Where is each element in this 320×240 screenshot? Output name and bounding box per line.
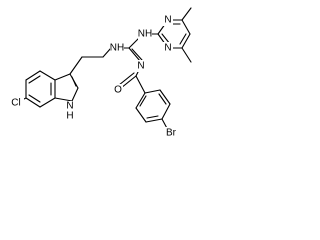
bond bbox=[71, 87, 79, 102]
indole-n-label: N bbox=[66, 101, 73, 112]
atom-label-background bbox=[164, 127, 178, 139]
bond bbox=[145, 118, 163, 123]
bond bbox=[28, 94, 41, 103]
bond bbox=[118, 72, 135, 86]
bond bbox=[25, 97, 41, 108]
bond bbox=[135, 107, 147, 123]
bond bbox=[179, 33, 187, 45]
bond bbox=[181, 47, 192, 63]
bond bbox=[120, 75, 137, 89]
atom-label-background bbox=[136, 60, 146, 72]
bond bbox=[161, 103, 171, 120]
bond bbox=[39, 97, 56, 108]
bond bbox=[159, 89, 171, 105]
bond bbox=[135, 92, 146, 109]
bond bbox=[71, 76, 77, 87]
bond bbox=[25, 70, 41, 81]
bond bbox=[39, 70, 56, 81]
pyrimidine-nh-label: NH bbox=[138, 29, 152, 40]
bond bbox=[135, 75, 146, 94]
bond bbox=[69, 56, 83, 75]
carbonyl-o-label: O bbox=[114, 85, 122, 96]
bond bbox=[146, 115, 159, 119]
molecule-canvas: Cl N H NH NH N N N O Br bbox=[0, 0, 205, 150]
imine-n-label: N bbox=[137, 61, 144, 72]
bond bbox=[54, 97, 73, 102]
atom-label-background bbox=[10, 96, 24, 108]
bond bbox=[54, 73, 71, 81]
pyrimidine-n-bottom-label: N bbox=[164, 43, 171, 54]
bond bbox=[131, 48, 143, 61]
atom-label-background bbox=[163, 14, 173, 26]
bond bbox=[181, 33, 191, 49]
bond bbox=[158, 93, 167, 105]
atom-label-background bbox=[163, 42, 173, 54]
amine-nh-label: NH bbox=[110, 43, 124, 54]
atom-label-background bbox=[138, 28, 152, 40]
bond bbox=[181, 7, 192, 21]
cl-atom-label: Cl bbox=[11, 98, 20, 109]
atom-label-layer: Cl N H NH NH N N N O Br bbox=[10, 14, 178, 139]
bond bbox=[139, 95, 147, 107]
molecule-structure: Cl N H NH NH N N N O Br bbox=[10, 7, 192, 139]
indole-h-label: H bbox=[66, 111, 73, 122]
bond bbox=[28, 75, 41, 84]
bond-layer bbox=[17, 7, 192, 133]
pyrimidine-n-top-label: N bbox=[164, 15, 171, 26]
bond bbox=[128, 47, 141, 62]
atom-label-background bbox=[66, 101, 74, 111]
atom-label-background bbox=[66, 111, 74, 121]
bond bbox=[181, 19, 191, 35]
atom-label-background bbox=[110, 42, 124, 54]
atom-label-background bbox=[113, 84, 123, 96]
br-atom-label: Br bbox=[166, 128, 177, 139]
bond bbox=[144, 89, 161, 94]
bond bbox=[102, 47, 112, 58]
